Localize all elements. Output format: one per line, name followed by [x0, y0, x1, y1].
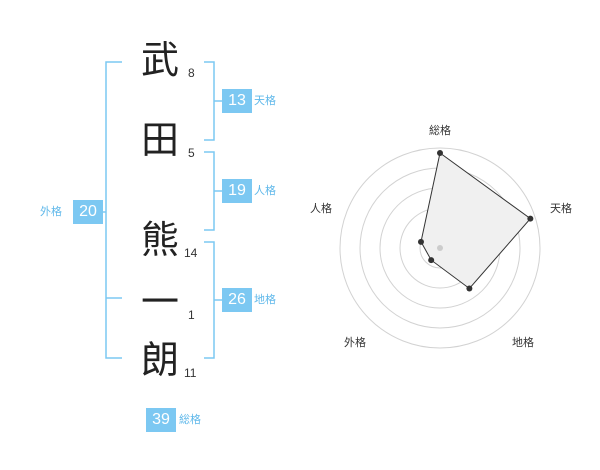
stroke-count-1: 8	[188, 66, 195, 80]
stroke-count-2: 5	[188, 146, 195, 160]
name-char-2: 田	[140, 118, 179, 162]
jinkaku-value-badge: 19	[222, 179, 252, 203]
radar-label-tenkaku: 天格	[550, 201, 572, 215]
radar-ring-1	[339, 147, 541, 349]
stroke-count-3: 14	[184, 246, 198, 260]
name-char-4: 一	[140, 280, 179, 324]
radar-axis-labels: 総格 天格 地格 外格 人格	[310, 123, 572, 349]
gaikaku-bracket	[105, 61, 122, 359]
radar-point-5	[417, 238, 424, 245]
radar-label-soukaku: 総格	[429, 123, 451, 137]
radar-points	[417, 150, 534, 292]
radar-point-2	[527, 215, 534, 222]
radar-point-4	[428, 257, 435, 264]
gaikaku-label: 外格	[40, 205, 62, 218]
name-char-1: 武	[140, 38, 179, 82]
gaikaku-value-badge: 20	[73, 200, 103, 224]
radar-label-gaikaku: 外格	[344, 335, 366, 349]
tenkaku-value-badge: 13	[222, 89, 252, 113]
radar-label-jinkaku: 人格	[310, 201, 332, 215]
name-char-3: 熊	[140, 218, 179, 262]
radar-point-3	[466, 285, 473, 292]
stroke-count-5: 11	[184, 366, 197, 380]
jinkaku-label: 人格	[254, 184, 276, 197]
radar-center-dot	[437, 245, 443, 251]
stroke-count-4: 1	[188, 308, 195, 322]
name-char-5: 朗	[140, 338, 179, 382]
soukaku-label: 総格	[179, 413, 201, 426]
soukaku-value-badge: 39	[146, 408, 176, 432]
radar-shape	[420, 152, 532, 290]
chikaku-value-badge: 26	[222, 288, 252, 312]
chikaku-label: 地格	[254, 293, 276, 306]
radar-point-1	[437, 150, 443, 156]
tenkaku-label: 天格	[254, 94, 276, 107]
radar-label-chikaku: 地格	[512, 335, 534, 349]
